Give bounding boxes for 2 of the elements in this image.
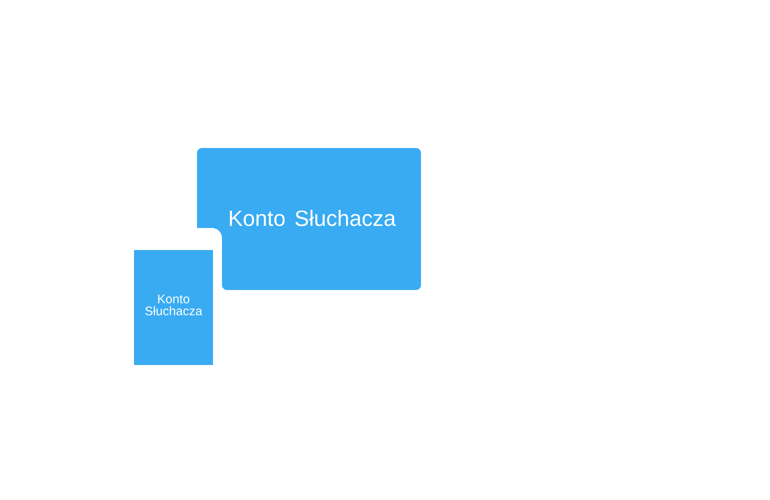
box: Konto Słuchacza: [134, 250, 213, 365]
rounded-box: Konto Słuchacza: [197, 148, 421, 290]
